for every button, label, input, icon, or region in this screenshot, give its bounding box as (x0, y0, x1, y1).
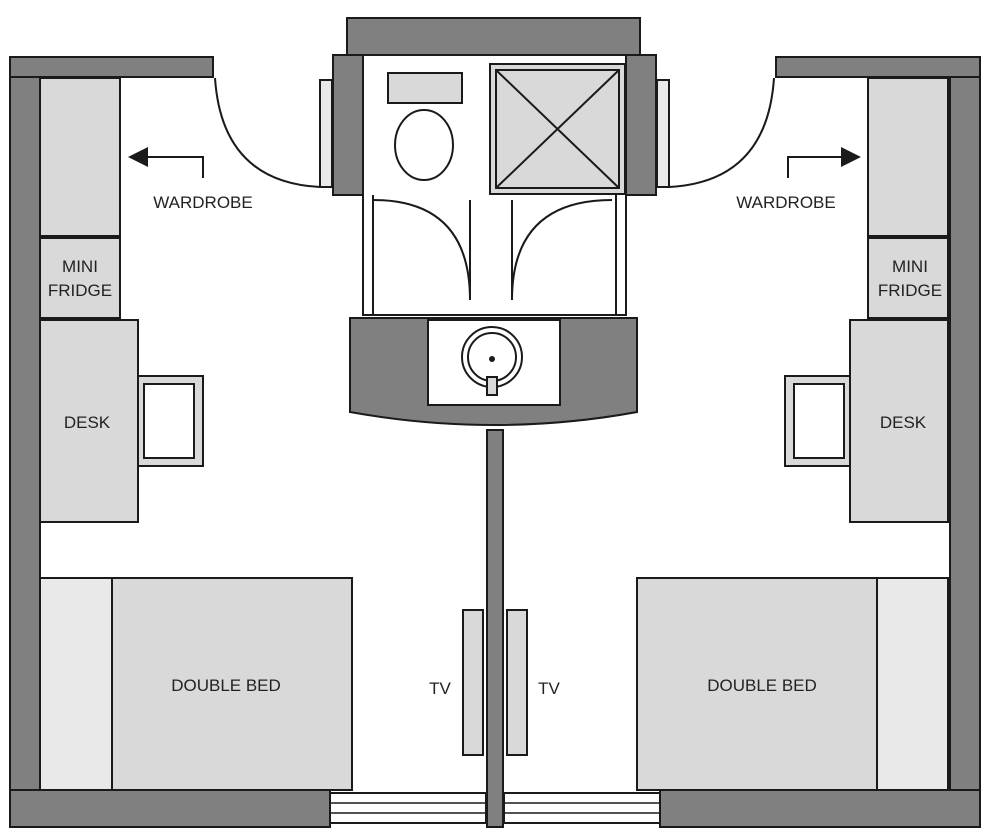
left-door-leaf (319, 79, 333, 188)
label-bed-right: DOUBLE BED (707, 676, 817, 695)
left-wall (9, 56, 41, 828)
desk-right (849, 319, 949, 523)
window-left (329, 792, 487, 824)
right-door-swing (668, 77, 775, 188)
bathroom-right-wall (625, 54, 657, 196)
label-desk-left: DESK (64, 413, 111, 432)
toilet-tank (387, 72, 463, 104)
mini-fridge-left (39, 237, 121, 319)
left-door-swing (214, 77, 321, 188)
label-fridge-left-2: FRIDGE (48, 281, 112, 300)
entry-doors (214, 77, 775, 188)
top-wall-right (775, 56, 981, 78)
nightstand-right (876, 577, 949, 791)
toilet-bowl (394, 109, 454, 181)
tv-left (462, 609, 484, 756)
wardrobe-arrow-left (128, 147, 204, 178)
wardrobe-arrow-right (787, 147, 861, 178)
right-wall (949, 56, 981, 828)
mini-fridge-right (867, 237, 949, 319)
label-desk-right: DESK (880, 413, 927, 432)
bottom-wall-right (659, 789, 981, 828)
center-wall (486, 429, 504, 828)
tv-right (506, 609, 528, 756)
double-bed-left (111, 577, 353, 791)
label-tv-right: TV (538, 679, 560, 698)
windows (329, 792, 661, 824)
window-right (503, 792, 661, 824)
desk-left (39, 319, 139, 523)
faucet (486, 376, 498, 396)
label-fridge-right-2: FRIDGE (878, 281, 942, 300)
bathroom-top-wall (346, 17, 641, 56)
label-wardrobe-left: WARDROBE (153, 193, 253, 212)
wardrobe-left (39, 77, 121, 237)
label-fridge-left-1: MINI (62, 257, 98, 276)
double-bed-right (636, 577, 878, 791)
bathroom (332, 17, 657, 426)
right-room (636, 77, 949, 791)
shower-cross-2 (495, 69, 620, 189)
top-wall-left (9, 56, 214, 78)
nightstand-left (39, 577, 113, 791)
label-wardrobe-right: WARDROBE (736, 193, 836, 212)
bathroom-left-wall (332, 54, 364, 196)
label-tv-left: TV (429, 679, 451, 698)
label-bed-left: DOUBLE BED (171, 676, 281, 695)
wardrobe-right (867, 77, 949, 237)
bottom-wall-left (9, 789, 331, 828)
label-fridge-right-1: MINI (892, 257, 928, 276)
left-room (39, 77, 353, 791)
right-door-leaf (656, 79, 670, 188)
